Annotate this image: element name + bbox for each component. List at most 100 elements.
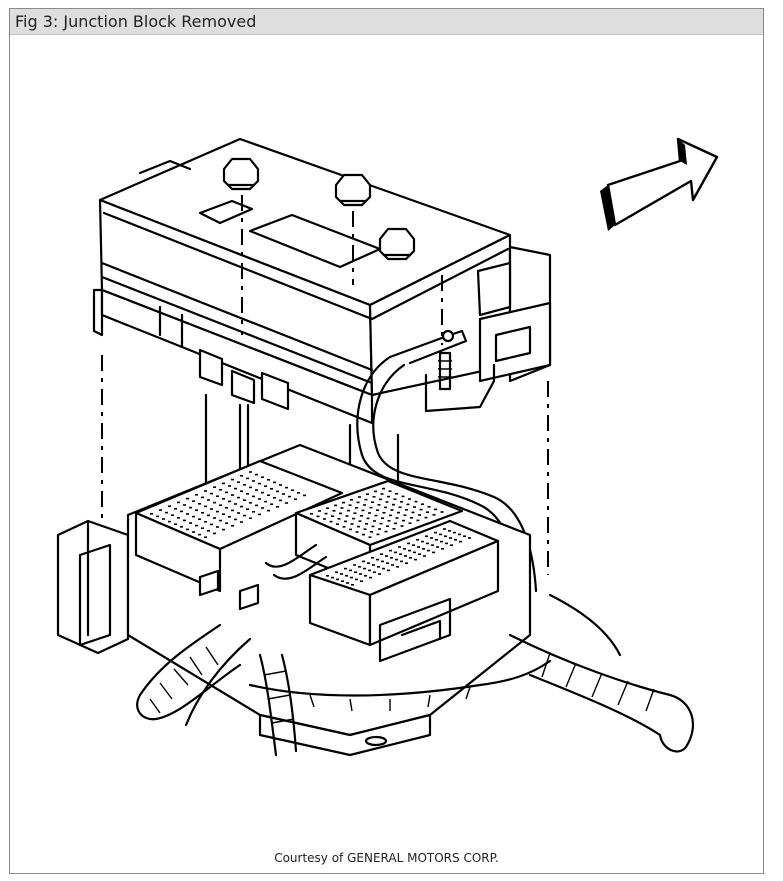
- connector-pin: [394, 551, 397, 554]
- connector-pin: [303, 494, 306, 497]
- connector-pin: [270, 503, 273, 505]
- connector-pin: [225, 522, 228, 524]
- connector-pin: [395, 558, 398, 561]
- connector-pin: [358, 520, 362, 522]
- connector-pin: [270, 488, 273, 490]
- connector-pin: [355, 578, 358, 581]
- connector-pin: [198, 503, 201, 505]
- connector-pin: [331, 576, 334, 579]
- connector-pin: [156, 515, 159, 518]
- connector-pin: [396, 566, 399, 568]
- connector-pin: [365, 523, 368, 525]
- connector-pin: [340, 507, 344, 509]
- connector-pin: [276, 490, 279, 493]
- connector-pin: [416, 519, 420, 522]
- connector-pin: [386, 525, 389, 527]
- connector-pin: [310, 513, 313, 515]
- connector-pin: [285, 486, 288, 489]
- connector-pin: [189, 522, 192, 524]
- connector-pin: [414, 500, 418, 503]
- connector-pin: [379, 498, 382, 501]
- connector-pin: [201, 496, 204, 499]
- connector-pin: [441, 548, 444, 550]
- connector-pin: [385, 555, 388, 557]
- connector-pin: [410, 517, 413, 519]
- connector-pin: [222, 482, 225, 485]
- connector-pin: [329, 520, 333, 523]
- connector-pin: [339, 512, 342, 515]
- connector-pin: [346, 582, 349, 584]
- connector-pin: [450, 544, 453, 546]
- connector-pin: [240, 475, 243, 477]
- figure-frame: Fig 3: Junction Block Removed: [9, 8, 764, 874]
- connector-pin: [180, 510, 183, 513]
- connector-pin: [243, 514, 246, 517]
- connector-pin: [261, 507, 264, 509]
- connector-pin: [291, 489, 294, 491]
- connector-pin: [341, 580, 344, 582]
- connector-pin: [216, 495, 219, 497]
- connector-pin: [387, 520, 391, 522]
- connector-pin: [377, 566, 380, 568]
- connector-pin: [249, 471, 252, 473]
- connector-pin: [454, 539, 457, 541]
- connector-pin: [348, 504, 352, 506]
- connector-pin: [240, 505, 243, 508]
- connector-pin: [228, 485, 231, 487]
- connector-pin: [240, 490, 243, 492]
- connector-pin: [222, 498, 225, 500]
- figure-titlebar: Fig 3: Junction Block Removed: [10, 9, 763, 35]
- connector-pin: [453, 531, 456, 534]
- connector-pin: [216, 526, 219, 528]
- connector-pin: [351, 584, 354, 586]
- connector-pin: [355, 531, 359, 533]
- connector-pin: [368, 536, 372, 538]
- connector-pin: [323, 518, 326, 520]
- connector-pin: [448, 530, 451, 532]
- connector-pin: [255, 504, 258, 507]
- connector-pin: [405, 509, 408, 511]
- connector-pin: [171, 514, 174, 516]
- connector-pin: [252, 480, 255, 482]
- connector-pin: [204, 505, 207, 508]
- right-arrow-icon: [600, 137, 719, 231]
- figure-title: Fig 3: Junction Block Removed: [15, 12, 257, 31]
- connector-pin: [419, 508, 423, 511]
- connector-pin: [417, 546, 420, 548]
- connector-pin: [392, 503, 395, 506]
- connector-pin: [416, 539, 419, 541]
- connector-pin: [207, 499, 210, 501]
- connector-pin: [186, 497, 189, 500]
- connector-pin: [382, 512, 386, 514]
- connector-pin: [364, 575, 367, 577]
- bolt-center: [334, 173, 372, 207]
- connector-pin: [344, 567, 347, 570]
- connector-pin: [395, 517, 399, 519]
- connector-pin: [393, 498, 397, 500]
- connector-pin: [192, 500, 195, 502]
- connector-pin: [382, 567, 385, 570]
- connector-pin: [373, 520, 376, 522]
- connector-pin: [377, 504, 381, 506]
- connector-pin: [273, 481, 276, 484]
- connector-pin: [342, 526, 346, 528]
- connector-pin: [406, 503, 410, 506]
- figure-caption: Courtesy of GENERAL MOTORS CORP.: [274, 851, 499, 865]
- connector-pin: [192, 515, 195, 518]
- connector-pin: [258, 482, 261, 485]
- connector-pin: [231, 478, 234, 481]
- connector-pin: [389, 514, 392, 517]
- connector-pin: [316, 515, 320, 518]
- connector-pin: [443, 528, 446, 530]
- connector-pin: [439, 533, 442, 536]
- connector-pin: [249, 502, 252, 504]
- connector-pin: [267, 479, 270, 481]
- bolt-left: [222, 157, 260, 191]
- connector-pin: [362, 533, 365, 536]
- connector-pin: [177, 517, 180, 519]
- connector-pin: [440, 511, 444, 513]
- connector-pin: [385, 501, 389, 503]
- connector-pin: [349, 528, 352, 531]
- connector-pin: [276, 506, 279, 508]
- connector-pin: [421, 540, 424, 543]
